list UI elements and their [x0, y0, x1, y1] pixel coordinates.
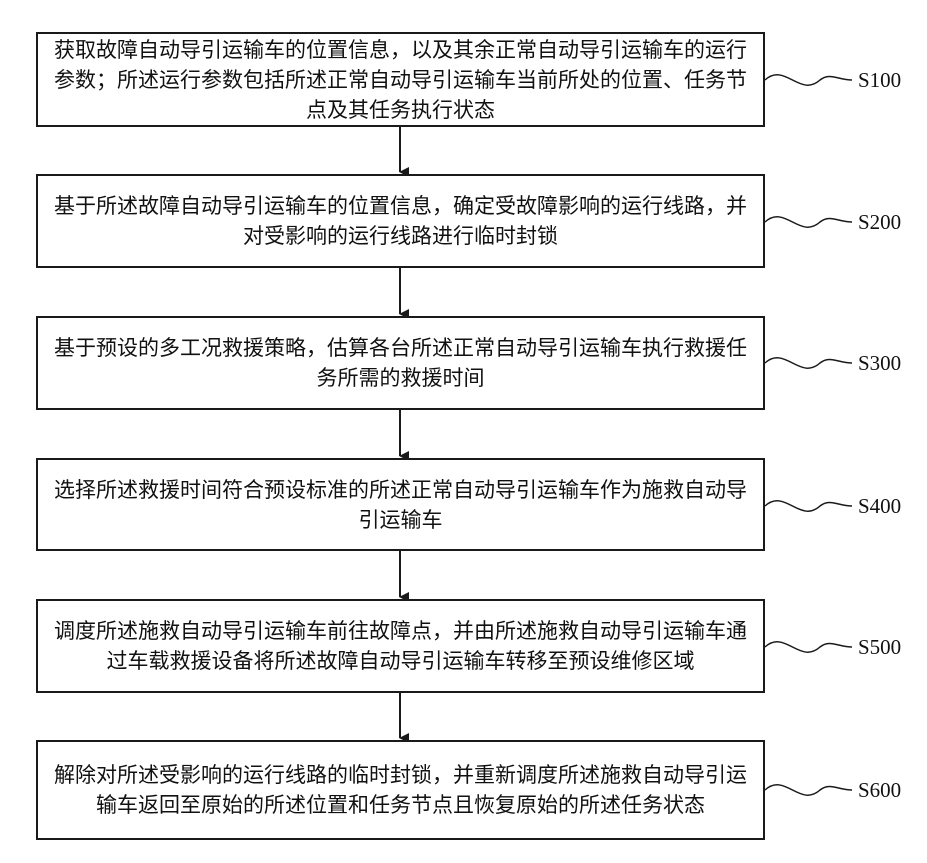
- step-label-s600: S600: [858, 778, 901, 803]
- step-box-s200: 基于所述故障自动导引运输车的位置信息，确定受故障影响的运行线路，并对受影响的运行…: [36, 174, 765, 268]
- step-text-s600: 解除对所述受影响的运行线路的临时封锁，并重新调度所述施救自动导引运输车返回至原始…: [38, 760, 763, 820]
- step-label-s400: S400: [858, 494, 901, 519]
- label-leader-s300: [765, 358, 852, 368]
- step-text-s200: 基于所述故障自动导引运输车的位置信息，确定受故障影响的运行线路，并对受影响的运行…: [38, 191, 763, 251]
- label-leader-s100: [765, 75, 852, 85]
- label-leader-s600: [765, 785, 852, 795]
- step-text-s500: 调度所述施救自动导引运输车前往故障点，并由所述施救自动导引运输车通过车载救援设备…: [38, 616, 763, 676]
- step-label-s500: S500: [858, 635, 901, 660]
- step-label-s100: S100: [858, 68, 901, 93]
- label-leader-s200: [765, 217, 852, 227]
- step-text-s300: 基于预设的多工况救援策略，估算各台所述正常自动导引运输车执行救援任务所需的救援时…: [38, 333, 763, 393]
- step-box-s100: 获取故障自动导引运输车的位置信息，以及其余正常自动导引运输车的运行参数；所述运行…: [36, 32, 765, 127]
- step-box-s300: 基于预设的多工况救援策略，估算各台所述正常自动导引运输车执行救援任务所需的救援时…: [36, 316, 765, 410]
- label-leader-s400: [765, 501, 852, 511]
- label-leader-s500: [765, 642, 852, 652]
- step-box-s400: 选择所述救援时间符合预设标准的所述正常自动导引运输车作为施救自动导引运输车: [36, 458, 765, 551]
- step-box-s500: 调度所述施救自动导引运输车前往故障点，并由所述施救自动导引运输车通过车载救援设备…: [36, 599, 765, 693]
- step-text-s400: 选择所述救援时间符合预设标准的所述正常自动导引运输车作为施救自动导引运输车: [38, 475, 763, 535]
- step-text-s100: 获取故障自动导引运输车的位置信息，以及其余正常自动导引运输车的运行参数；所述运行…: [38, 35, 763, 125]
- step-label-s200: S200: [858, 210, 901, 235]
- step-box-s600: 解除对所述受影响的运行线路的临时封锁，并重新调度所述施救自动导引运输车返回至原始…: [36, 740, 765, 840]
- step-label-s300: S300: [858, 351, 901, 376]
